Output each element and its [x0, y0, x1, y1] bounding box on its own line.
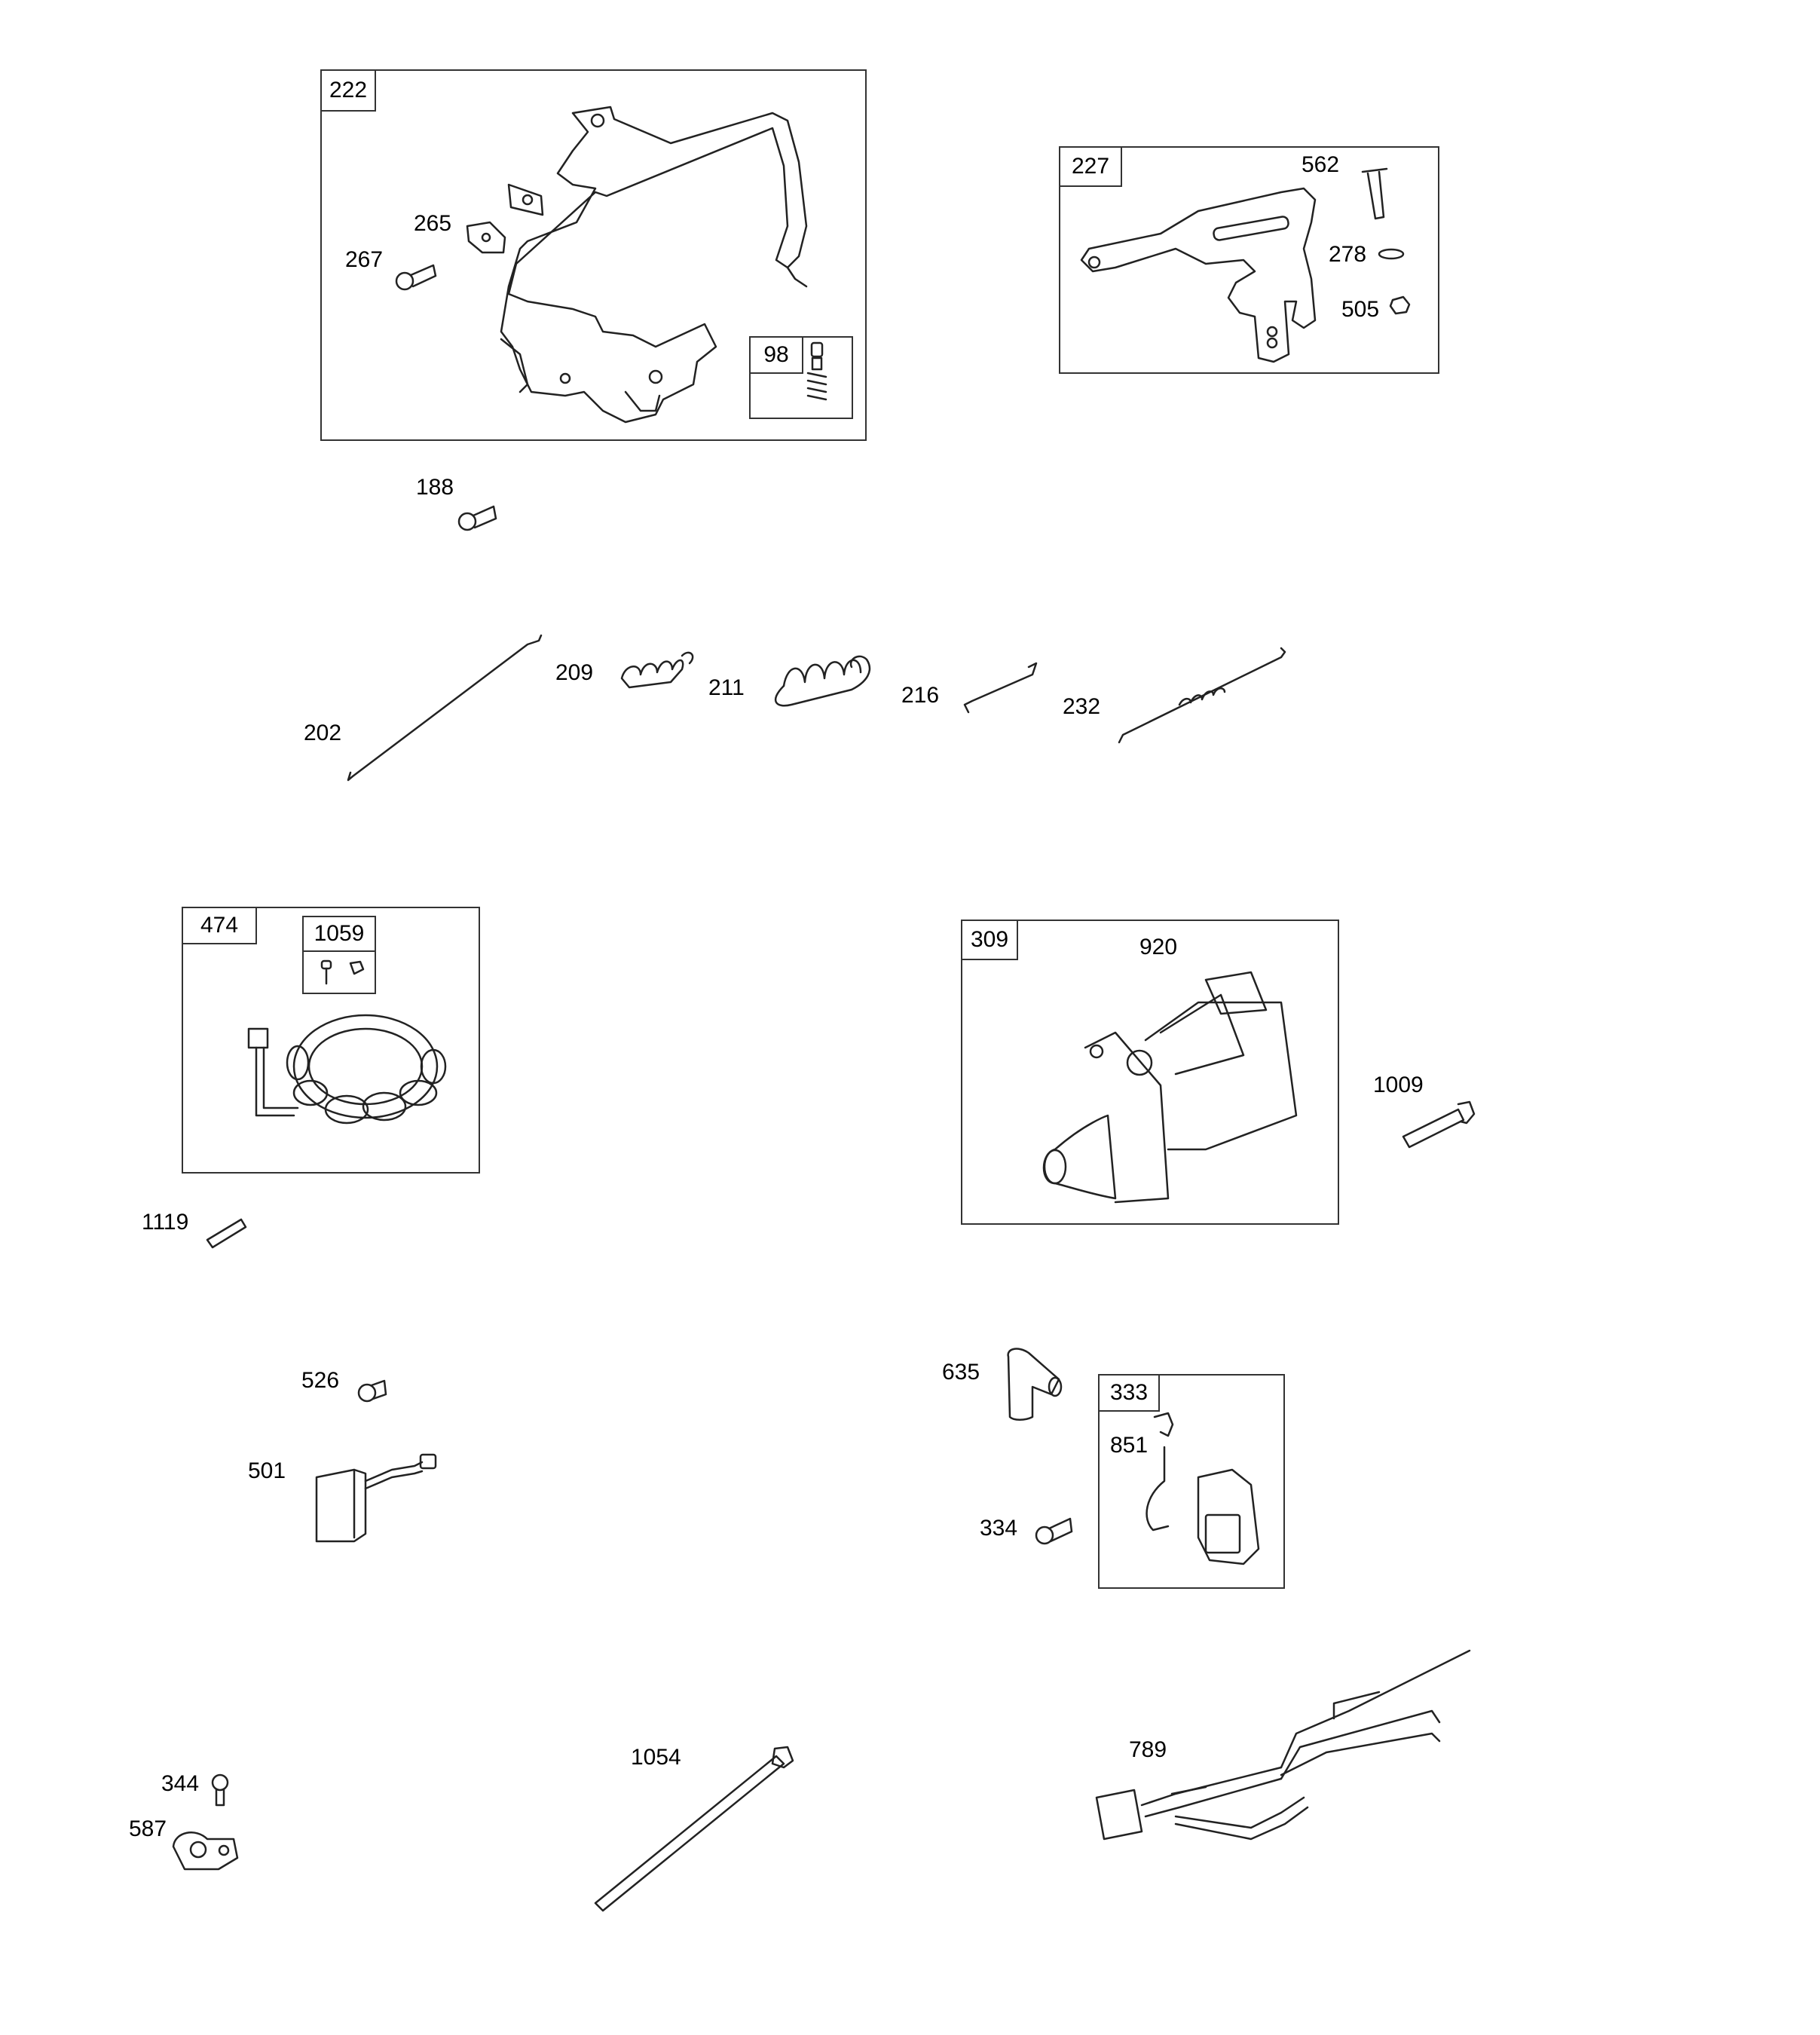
group-tag-222: 222	[320, 69, 376, 112]
washer-278	[1378, 248, 1405, 260]
spring-209	[620, 651, 694, 689]
spark-plug-boot-635	[1007, 1348, 1063, 1421]
part-label-1009: 1009	[1373, 1073, 1424, 1097]
part-label-501: 501	[248, 1458, 286, 1483]
group-box-309	[961, 920, 1339, 1225]
part-label-278: 278	[1329, 242, 1367, 267]
cable-tie-1054	[594, 1746, 794, 1912]
part-label-851: 851	[1110, 1433, 1149, 1458]
part-label-562: 562	[1302, 152, 1340, 177]
part-label-505: 505	[1341, 297, 1380, 322]
link-rod-202	[347, 634, 543, 782]
group-box-474	[182, 907, 480, 1174]
group-tag-309: 309	[961, 920, 1018, 960]
bolt-344	[211, 1773, 229, 1807]
screw-nut-1059	[320, 959, 365, 985]
pin-562	[1361, 167, 1388, 220]
spring-211	[774, 655, 871, 707]
part-label-334: 334	[980, 1516, 1018, 1541]
starter-motor-309	[1042, 971, 1298, 1204]
regulator-501	[315, 1453, 437, 1543]
clamp-587	[172, 1831, 239, 1871]
clip-851	[1153, 1412, 1174, 1437]
rod-216	[963, 662, 1038, 714]
group-box-227	[1059, 146, 1439, 374]
part-label-202: 202	[304, 721, 342, 745]
part-label-267: 267	[345, 247, 384, 272]
stator-474	[247, 1014, 447, 1125]
group-tag-1059: 1059	[302, 916, 376, 952]
group-box-333	[1098, 1374, 1285, 1589]
part-label-265: 265	[414, 211, 452, 236]
part-label-587: 587	[129, 1816, 167, 1841]
bolt-1009	[1402, 1100, 1476, 1149]
part-label-635: 635	[942, 1360, 980, 1385]
part-label-1054: 1054	[631, 1745, 681, 1770]
bolt-267	[395, 264, 437, 291]
part-label-232: 232	[1063, 694, 1101, 719]
group-tag-227: 227	[1059, 146, 1122, 187]
group-box-222	[320, 69, 867, 441]
part-label-526: 526	[301, 1368, 340, 1393]
control-bracket-227	[1080, 187, 1317, 363]
part-label-211: 211	[708, 675, 745, 700]
screw-and-spring-98	[806, 341, 827, 401]
nut-505	[1389, 295, 1411, 315]
part-label-209: 209	[555, 660, 594, 685]
part-label-920: 920	[1139, 935, 1178, 959]
part-label-344: 344	[161, 1771, 200, 1796]
wire-harness-789	[1095, 1649, 1471, 1841]
bolt-188	[457, 505, 497, 531]
bolt-334	[1035, 1517, 1073, 1545]
ignition-coil-333	[1146, 1446, 1260, 1565]
clip-265	[466, 221, 506, 254]
part-label-188: 188	[416, 475, 454, 500]
part-label-1119: 1119	[142, 1210, 189, 1235]
part-label-789: 789	[1129, 1737, 1167, 1762]
group-tag-333: 333	[1098, 1374, 1160, 1412]
part-label-216: 216	[901, 683, 940, 708]
bolt-1119	[206, 1218, 247, 1249]
spring-rod-232	[1118, 647, 1286, 744]
bolt-526	[357, 1379, 387, 1403]
group-tag-474: 474	[182, 907, 257, 944]
group-tag-98: 98	[749, 336, 803, 374]
governor-bracket-drawing	[500, 106, 808, 424]
